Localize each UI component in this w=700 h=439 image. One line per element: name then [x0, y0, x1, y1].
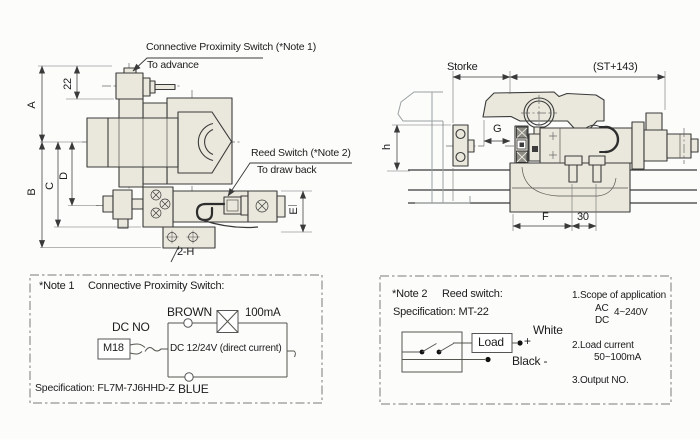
dim-label-f: F	[542, 211, 549, 223]
front-view	[38, 57, 352, 263]
proximity-callout: Connective Proximity Switch (*Note 1)	[146, 41, 316, 53]
black-terminal-dot	[485, 356, 491, 363]
note2-title: Reed switch:	[442, 288, 503, 300]
reed-callout: Reed Switch (*Note 2)	[251, 147, 351, 159]
advance-callout: To advance	[147, 59, 199, 71]
dim-label-a: A	[26, 101, 39, 109]
note2-black-label: Black -	[512, 354, 548, 368]
note2-dc-label: DC	[595, 315, 610, 326]
dim-label-b: B	[26, 188, 39, 196]
note2-scope-title: 1.Scope of application	[572, 290, 667, 301]
note2-ac-label: AC	[595, 303, 609, 314]
note1-brown-label: BROWN	[167, 305, 212, 319]
dim-label-c: C	[44, 182, 57, 190]
note2-white-label: White	[533, 323, 563, 337]
note1-blue-label: BLUE	[178, 382, 209, 396]
white-terminal-dot	[517, 340, 523, 346]
note1-panel	[29, 274, 323, 404]
note1-current-label: 100mA	[245, 307, 281, 319]
note2-panel	[379, 275, 672, 405]
note2-plus-label: +	[524, 334, 531, 348]
note1-title: Connective Proximity Switch:	[88, 280, 225, 292]
note2-label: *Note 2	[392, 288, 428, 300]
dim-label-st143: (ST+143)	[593, 61, 638, 73]
drawback-callout: To draw back	[257, 164, 317, 176]
dim-label-stroke: Storke	[447, 61, 478, 73]
dim-label-22: 22	[62, 78, 75, 90]
dim-label-g: G	[493, 123, 502, 135]
dim-label-2h: 2-H	[177, 246, 195, 258]
note1-m18-label: M18	[103, 342, 124, 354]
note2-load-current-title: 2.Load current	[572, 340, 634, 351]
note1-dcno-label: DC NO	[112, 320, 150, 334]
side-view	[387, 71, 699, 231]
note1-voltage-label: DC 12/24V (direct current)	[170, 343, 282, 354]
note1-spec: Specification: FL7M-7J6HHD-Z	[35, 382, 175, 394]
note1-label: *Note 1	[39, 280, 75, 292]
note2-voltage-label: 4~240V	[614, 307, 648, 318]
m18-sensor-box	[97, 338, 131, 360]
blue-terminal	[184, 372, 194, 382]
dim-label-h: h	[381, 144, 394, 150]
note2-load-current-value: 50~100mA	[594, 352, 642, 363]
note2-spec: Specification: MT-22	[393, 306, 489, 318]
dim-label-e: E	[288, 207, 301, 215]
dim-label-30: 30	[577, 211, 589, 223]
dim-label-d: D	[58, 172, 71, 180]
note2-load-label: Load	[478, 335, 504, 349]
screw-heads	[150, 189, 269, 244]
brown-terminal	[183, 318, 193, 328]
note2-output-label: 3.Output NO.	[572, 375, 629, 386]
